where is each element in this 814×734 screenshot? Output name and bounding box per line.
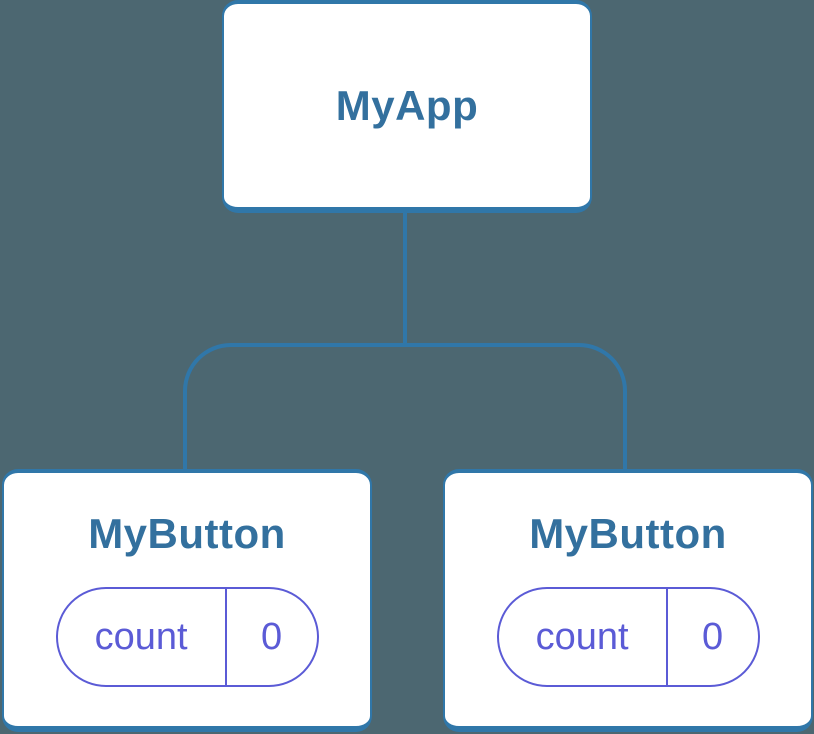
node-mybutton-right: MyButton count 0 [443, 469, 813, 732]
state-value: 0 [261, 615, 283, 658]
state-key-label: count [499, 588, 668, 685]
node-myapp-label: MyApp [335, 81, 479, 129]
node-mybutton-left-label: MyButton [88, 509, 286, 557]
connector-branch-bracket [183, 343, 627, 470]
node-myapp: MyApp [222, 0, 592, 213]
state-pill-left: count 0 [55, 586, 319, 687]
state-pill-right: count 0 [496, 586, 760, 687]
state-key-label: count [58, 588, 227, 685]
state-value: 0 [702, 615, 724, 658]
node-mybutton-left: MyButton count 0 [2, 469, 372, 732]
connector-root-stem [403, 213, 407, 345]
node-mybutton-right-label: MyButton [529, 509, 727, 557]
